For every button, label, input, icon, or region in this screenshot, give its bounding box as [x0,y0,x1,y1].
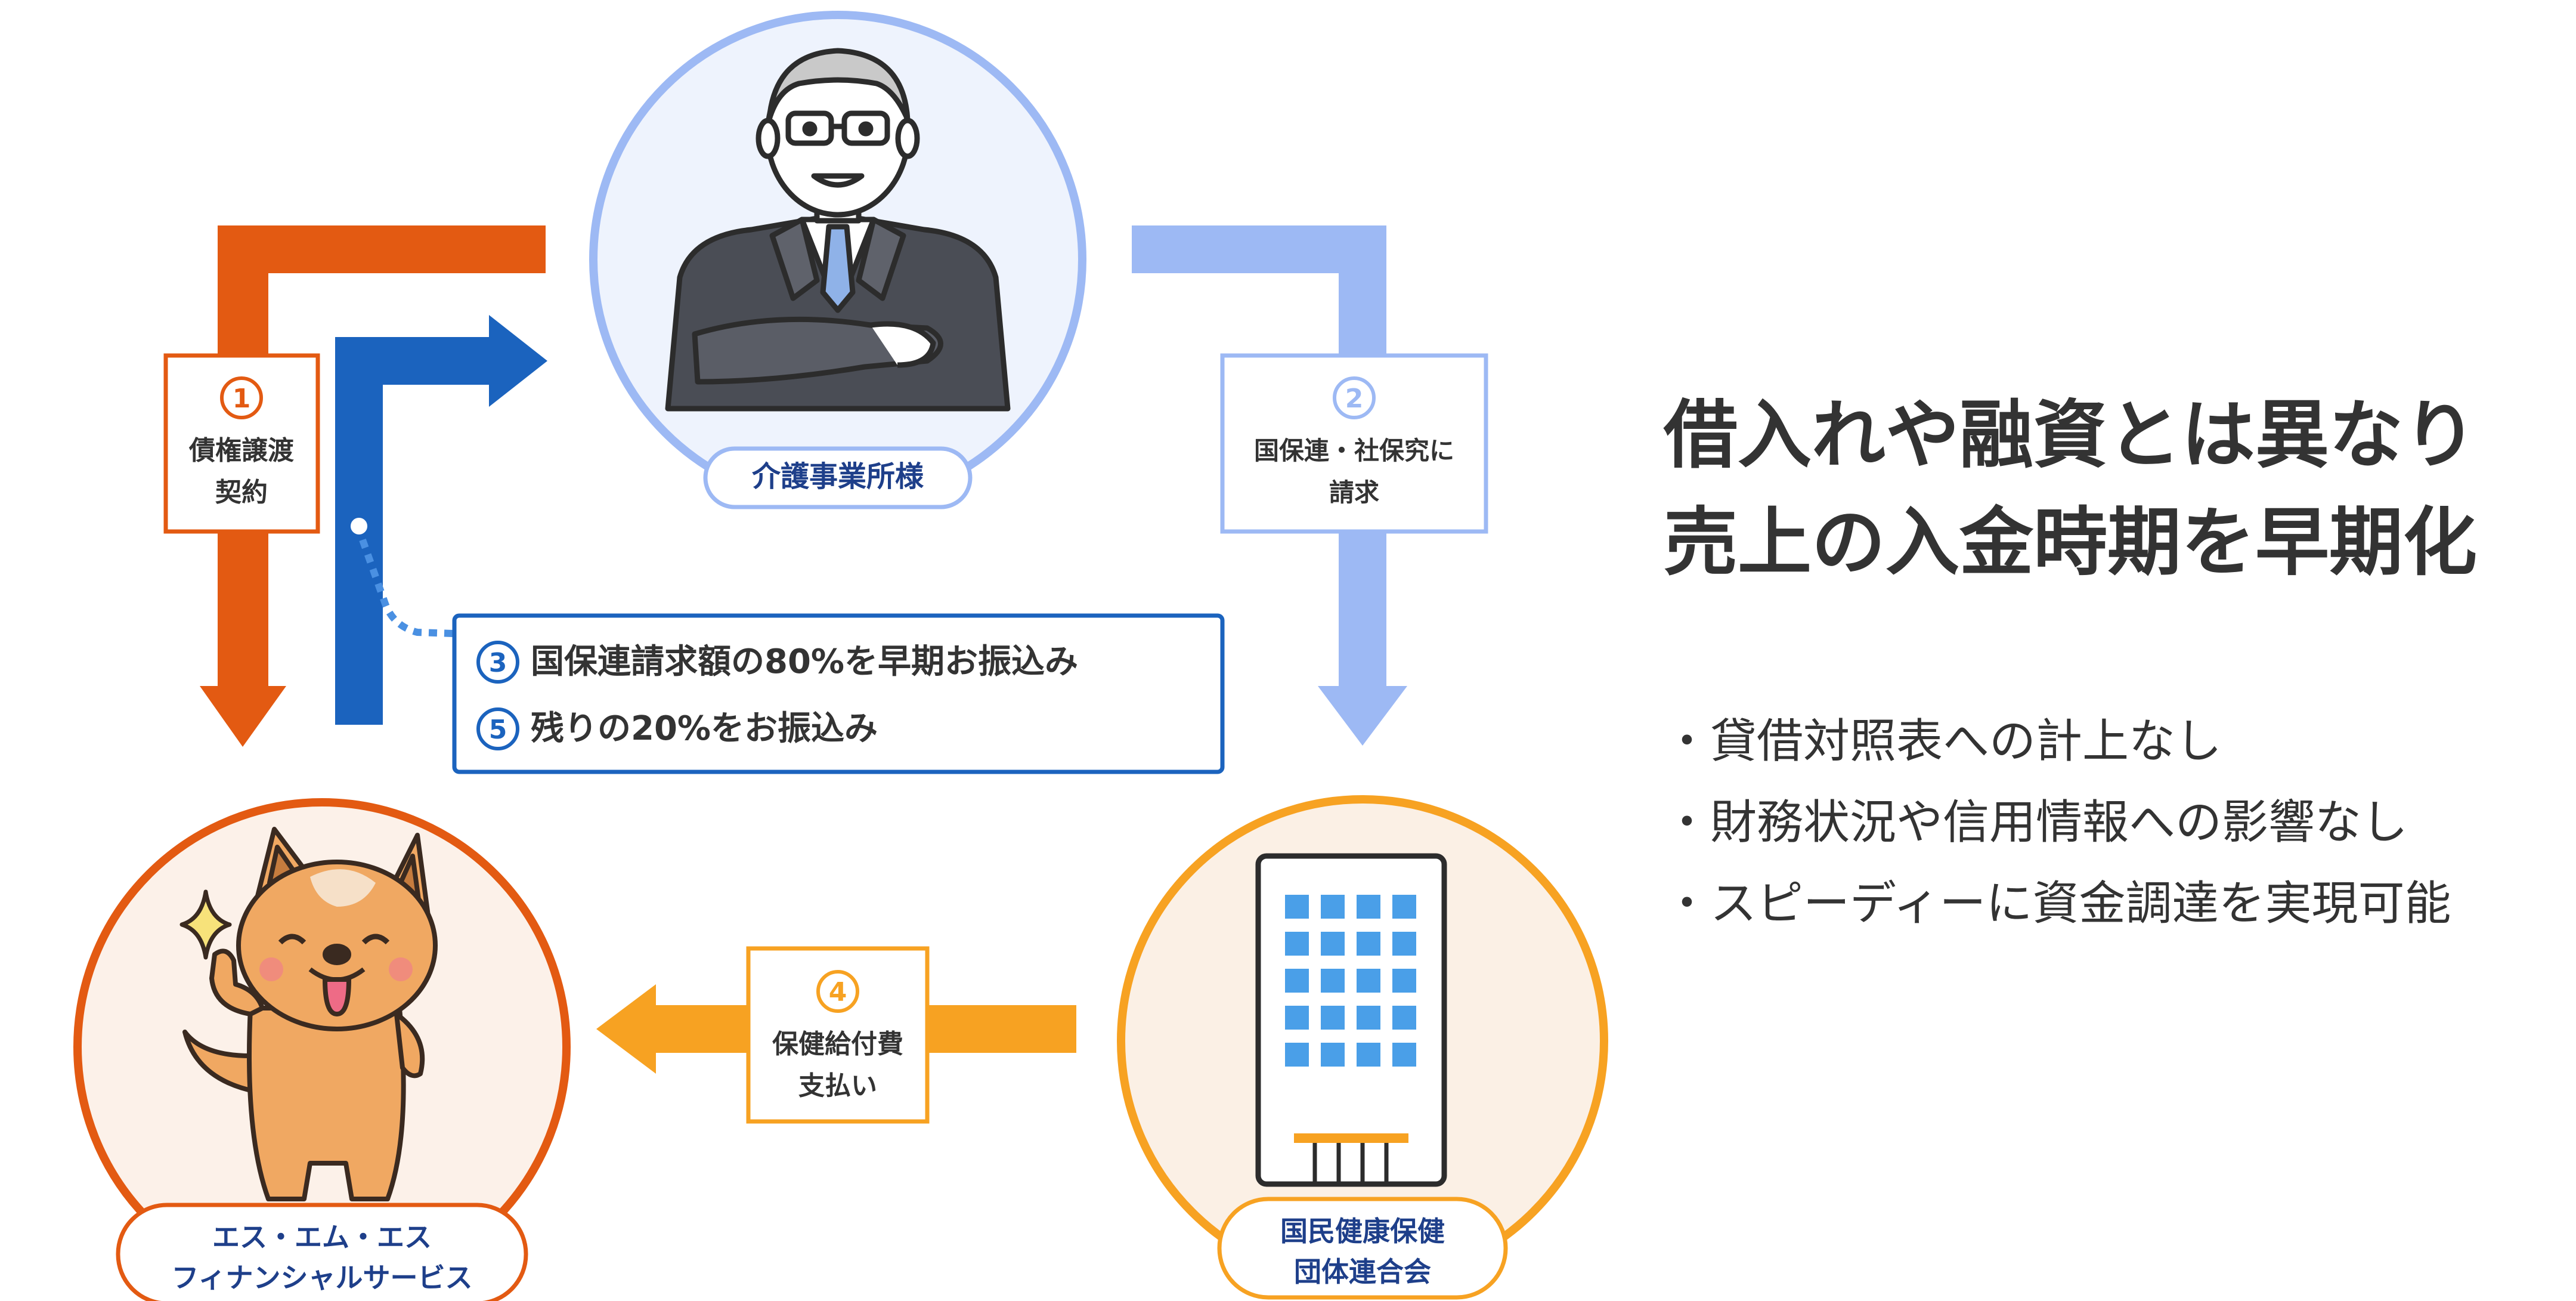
step1-line2: 契約 [215,477,268,508]
step2-line2: 請求 [1329,478,1379,507]
benefit-item: ・スピーディーに資金調達を実現可能 [1664,877,2451,931]
building-window [1321,1006,1345,1030]
building-window [1285,932,1309,956]
headline-line1: 借入れや融資とは異なり [1664,393,2478,478]
benefit-item: ・財務状況や信用情報への影響なし [1664,796,2408,849]
building-window [1321,1043,1345,1067]
building-window [1321,969,1345,993]
step1-label-box: 1 債権譲渡 契約 [163,353,320,534]
building-window [1357,932,1380,956]
headline-line2: 売上の入金時期を早期化 [1664,500,2478,586]
node-kokuho: 国民健康保健 団体連合会 [1117,795,1608,1300]
step4-line1: 保健給付費 [772,1029,903,1059]
benefit-list: ・貸借対照表への計上なし ・財務状況や信用情報への影響なし ・スピーディーに資金… [1664,701,2546,944]
node-care-office: 介護事業所様 [589,11,1086,509]
building-window [1357,895,1380,919]
building-window [1285,969,1309,993]
sms-label-line1: エス・エム・エス [212,1221,432,1253]
step2-label-box: 2 国保連・社保究に 請求 [1220,353,1488,534]
building-window [1321,895,1345,919]
office-building-icon [1255,853,1447,1187]
step3-text: 国保連請求額の80%を早期お振込み [531,642,1078,681]
building-window [1357,1043,1380,1067]
step5-text: 残りの20%をお振込み [531,709,878,748]
headline: 借入れや融資とは異なり 売上の入金時期を早期化 [1664,382,2546,597]
step3-number: 3 [489,648,507,678]
businessman-icon [665,48,1011,412]
building-window [1357,1006,1380,1030]
step2-number: 2 [1345,384,1364,414]
node-sms: エス・エム・エス フィナンシャルサービス [73,798,571,1301]
step5-number: 5 [489,715,507,745]
building-window [1392,1043,1416,1067]
building-window [1392,969,1416,993]
sms-label-line2: フィナンシャルサービス [171,1262,472,1294]
step4-line2: 支払い [798,1071,877,1101]
care-office-label: 介護事業所様 [752,460,924,493]
building-window [1392,1006,1416,1030]
step1-number: 1 [233,384,251,414]
kokuho-label-line1: 国民健康保健 [1280,1215,1445,1247]
kokuho-label-line2: 団体連合会 [1294,1256,1431,1288]
building-window [1392,895,1416,919]
building-window [1285,895,1309,919]
step2-line1: 国保連・社保究に [1254,436,1454,465]
sparkle-icon [179,889,232,960]
building-window [1357,969,1380,993]
building-window [1285,1043,1309,1067]
building-window [1392,932,1416,956]
step4-label-box: 4 保健給付費 支払い [746,946,930,1124]
dog-mascot-icon [182,827,438,1201]
callout-connector [346,513,454,637]
benefit-item: ・貸借対照表への計上なし [1664,715,2222,768]
building-window [1321,932,1345,956]
callout-steps-3-5: 3 国保連請求額の80%を早期お振込み 5 残りの20%をお振込み [452,613,1225,774]
building-window [1285,1006,1309,1030]
step4-number: 4 [829,977,847,1008]
step1-line1: 債権譲渡 [188,435,294,466]
